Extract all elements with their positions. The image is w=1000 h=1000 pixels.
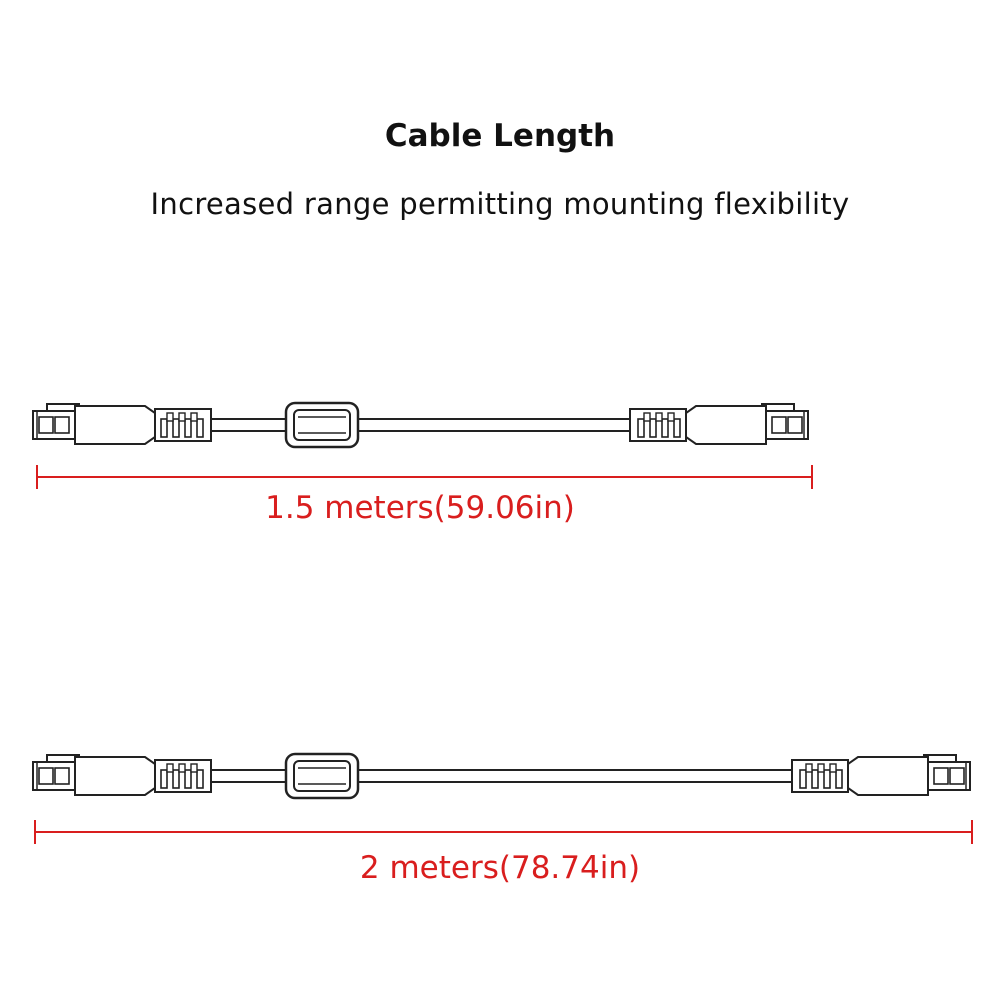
cable-2-drawing xyxy=(32,752,971,800)
connector-left-icon xyxy=(32,403,212,445)
cable-length-label-2: 2 meters(78.74in) xyxy=(359,850,641,886)
cable-1-drawing xyxy=(32,401,809,449)
connector-right-icon xyxy=(629,403,809,445)
cable-length-label-1: 1.5 meters(59.06in) xyxy=(265,490,575,526)
page-subtitle: Increased range permitting mounting flex… xyxy=(150,187,850,221)
dimension-line-2 xyxy=(34,820,973,844)
ferrite-core-icon xyxy=(284,752,360,800)
connector-right-icon xyxy=(791,754,971,796)
dimension-line-1 xyxy=(36,465,813,489)
connector-left-icon xyxy=(32,754,212,796)
page-title: Cable Length xyxy=(384,118,616,154)
ferrite-core-icon xyxy=(284,401,360,449)
